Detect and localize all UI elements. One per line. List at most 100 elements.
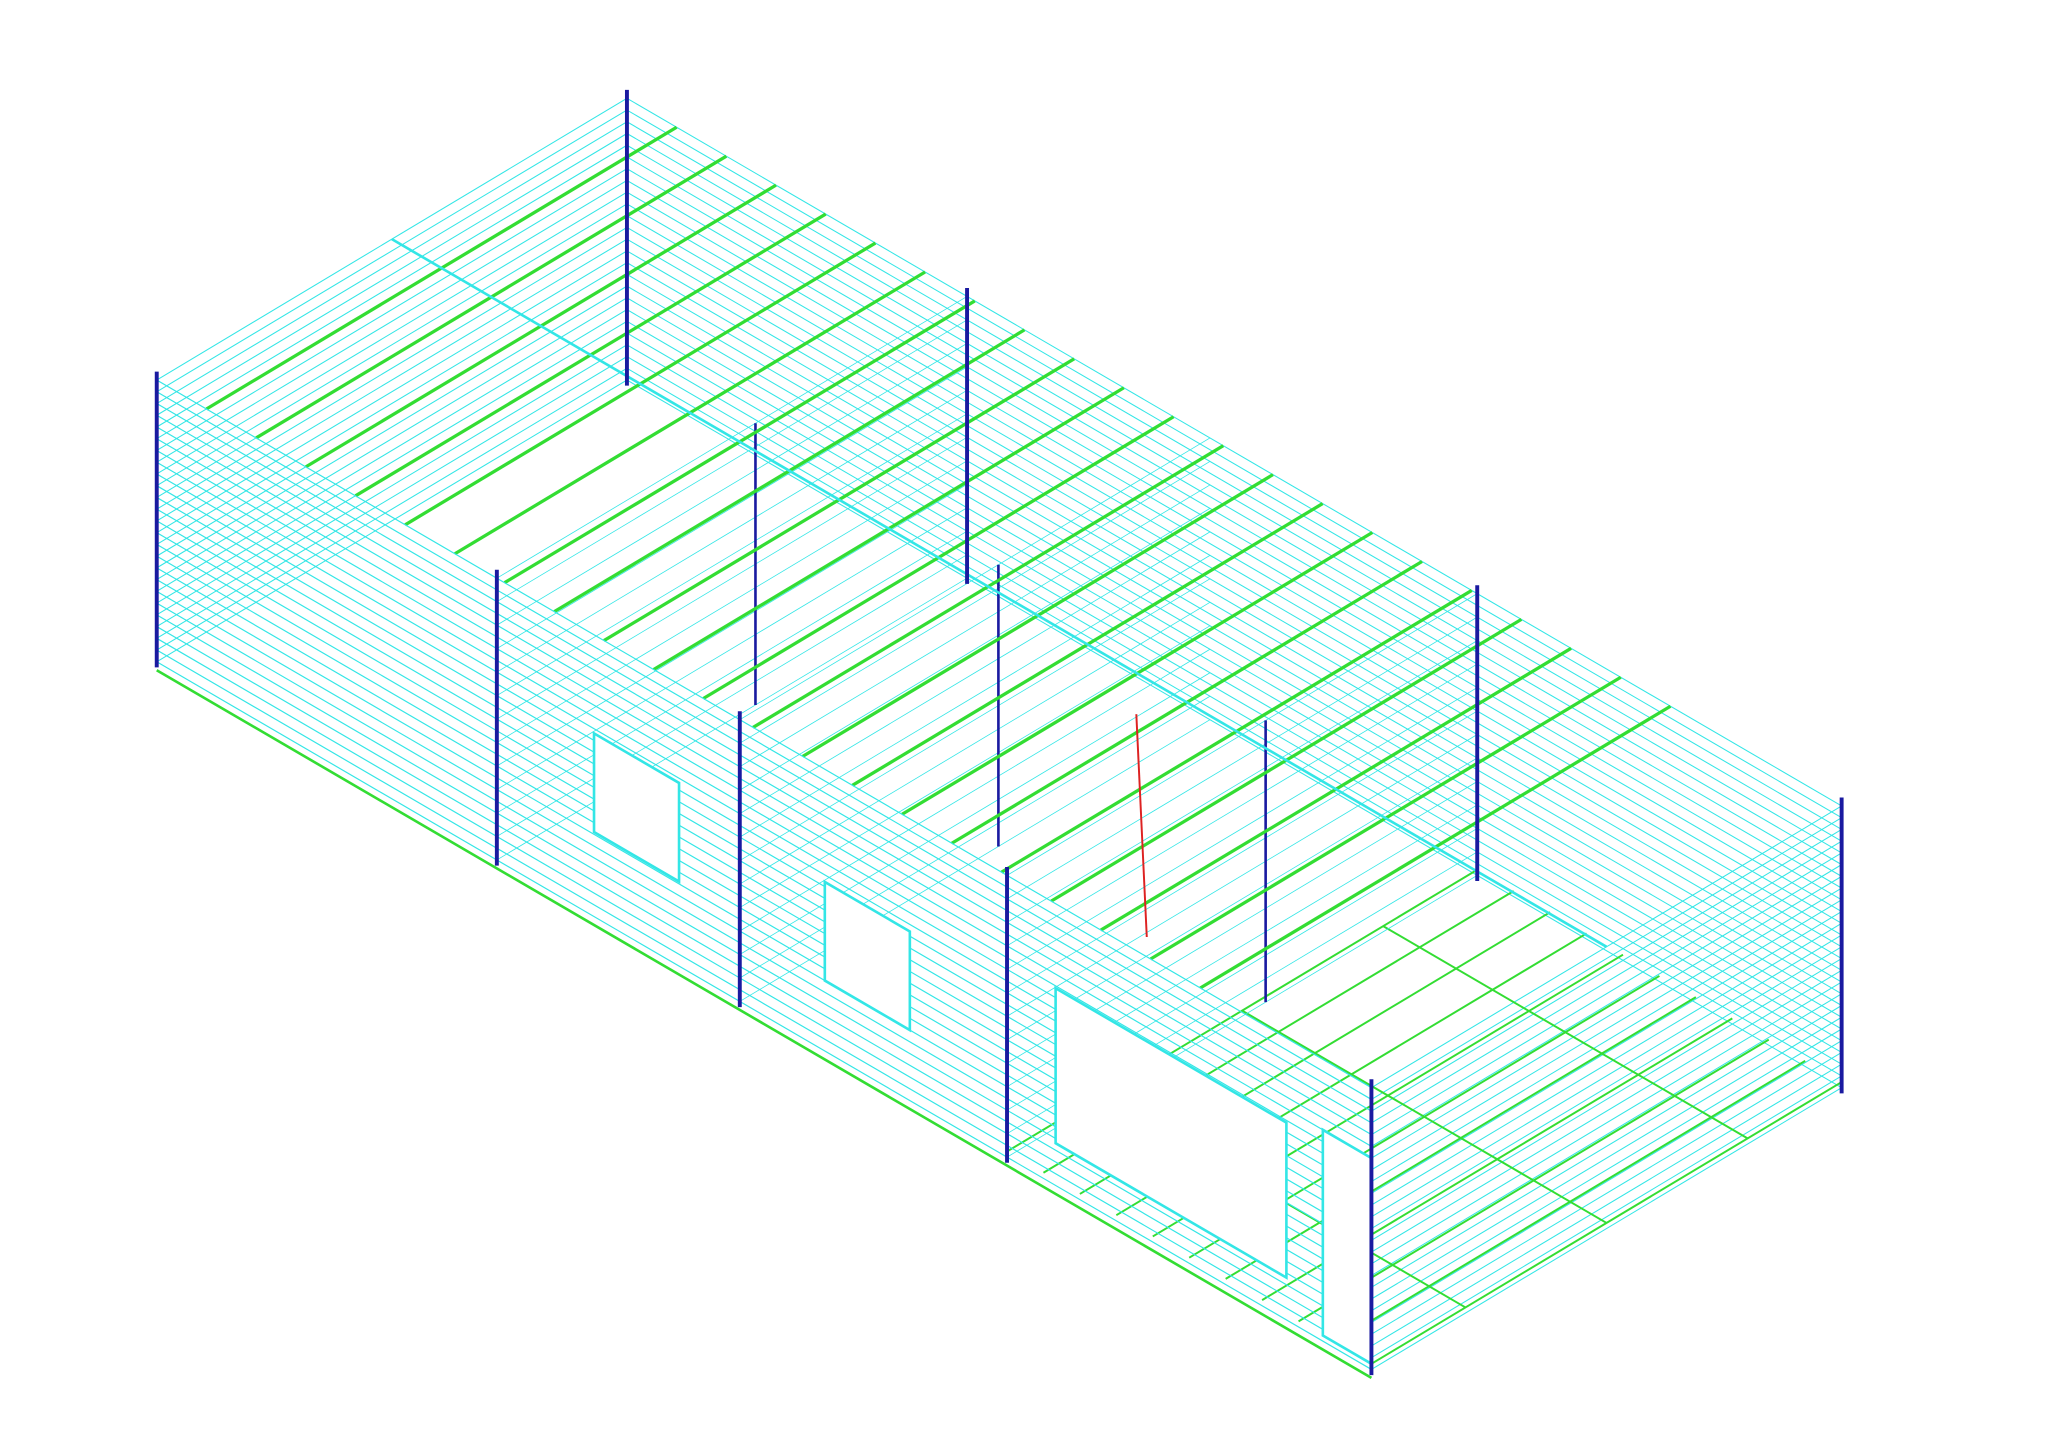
right-end-wall-log <box>1371 981 1842 1265</box>
back-wall-log <box>626 180 1842 889</box>
left-end-wall-log <box>156 320 628 604</box>
partition-log <box>496 390 968 673</box>
front-wall-log <box>156 403 1372 1112</box>
floor-beam <box>1382 925 1749 1140</box>
partition-log <box>739 578 1211 861</box>
partition-log <box>496 366 968 649</box>
partition-log <box>739 719 1211 1002</box>
back-wall-log <box>626 332 1842 1042</box>
partition-log <box>739 672 1211 955</box>
front-wall-log <box>156 626 1372 1335</box>
partition-log <box>1006 640 1478 923</box>
right-end-wall-log <box>1371 828 1842 1112</box>
red-marker-line <box>1135 714 1148 938</box>
left-end-wall-log <box>156 309 628 592</box>
right-end-wall-log <box>1371 875 1842 1159</box>
right-end-wall-log <box>1371 969 1842 1253</box>
left-end-wall-log <box>156 191 628 475</box>
partition-log <box>739 555 1211 838</box>
partition-log <box>496 554 968 837</box>
left-end-wall-log <box>156 285 628 569</box>
door-opening <box>1321 1127 1373 1367</box>
right-end-wall-log <box>1371 946 1842 1230</box>
back-wall-log <box>626 367 1842 1077</box>
right-end-wall-log <box>1371 840 1842 1124</box>
front-wall-log <box>156 426 1372 1136</box>
roof-joists <box>205 125 1672 990</box>
partition-log <box>739 695 1211 979</box>
partition-log <box>739 461 1211 744</box>
back-wall-log <box>626 97 1842 807</box>
left-end-wall-log <box>156 144 628 428</box>
right-end-wall-log <box>1371 993 1842 1276</box>
partition-log <box>739 508 1211 791</box>
openings <box>592 731 1373 1367</box>
left-end-wall-log <box>156 168 628 451</box>
right-end-wall-log <box>1371 852 1842 1136</box>
back-wall-log <box>626 285 1842 995</box>
back-wall-log <box>626 109 1842 819</box>
right-end-wall-log <box>1371 1040 1842 1323</box>
partition-log <box>496 577 968 861</box>
partition-log <box>496 507 968 790</box>
left-end-wall-log <box>156 133 628 416</box>
partition-log <box>496 436 968 720</box>
window <box>823 879 912 1033</box>
back-wall-log <box>626 156 1842 866</box>
partition-log <box>496 483 968 767</box>
right-end-wall-log <box>1371 1075 1842 1359</box>
partition-log <box>739 625 1211 908</box>
left-end-wall-log <box>156 297 628 581</box>
right-end-wall-log <box>1371 1028 1842 1312</box>
front-wall-log <box>156 661 1372 1370</box>
partition-log <box>1006 663 1478 947</box>
partition-log <box>1006 616 1478 900</box>
corner-posts <box>154 89 1844 1376</box>
back-wall-log <box>626 250 1842 960</box>
partition-log <box>739 484 1211 768</box>
partition-log <box>739 601 1211 885</box>
back-wall-log <box>626 356 1842 1065</box>
foundation-beam <box>156 669 1373 1380</box>
window <box>592 731 681 884</box>
large-window <box>1054 985 1288 1280</box>
front-wall-log <box>156 461 1372 1171</box>
right-end-wall-log <box>1371 934 1842 1218</box>
partition-log <box>1006 734 1478 1017</box>
right-end-wall-log <box>1371 887 1842 1171</box>
partition-log <box>496 319 968 602</box>
right-end-wall-log <box>1371 1005 1842 1288</box>
back-wall-log <box>626 344 1842 1053</box>
right-end-wall-log <box>1371 1052 1842 1335</box>
partition-log <box>496 530 968 814</box>
back-wall-log <box>626 226 1842 936</box>
partition-log <box>739 531 1211 814</box>
partition-log <box>496 343 968 626</box>
front-wall-log <box>156 379 1372 1089</box>
back-wall-log <box>626 215 1842 924</box>
left-end-wall-log <box>156 379 628 663</box>
left-end-wall-log <box>156 262 628 545</box>
left-end-wall-log <box>156 121 628 404</box>
left-end-wall-log <box>156 203 628 487</box>
right-end-wall-log <box>1371 864 1842 1147</box>
front-wall-log <box>156 438 1372 1147</box>
right-end-wall-log <box>1371 1016 1842 1300</box>
right-end-wall-log <box>1371 958 1842 1241</box>
right-end-wall-log <box>1371 922 1842 1206</box>
front-wall-log <box>156 391 1372 1100</box>
right-end-wall-log <box>1371 911 1842 1194</box>
partition-log <box>496 460 968 743</box>
partition-log <box>1006 757 1478 1041</box>
left-end-wall-log <box>156 250 628 534</box>
left-end-wall-log <box>156 356 628 639</box>
back-wall-log <box>626 309 1842 1018</box>
back-wall-log <box>626 238 1842 948</box>
right-end-wall-log <box>1371 817 1842 1100</box>
partition-log <box>1006 687 1478 970</box>
back-wall-log <box>626 297 1842 1006</box>
back-wall-log <box>626 273 1842 983</box>
front-wall-log <box>156 449 1372 1159</box>
back-wall-log <box>626 133 1842 842</box>
